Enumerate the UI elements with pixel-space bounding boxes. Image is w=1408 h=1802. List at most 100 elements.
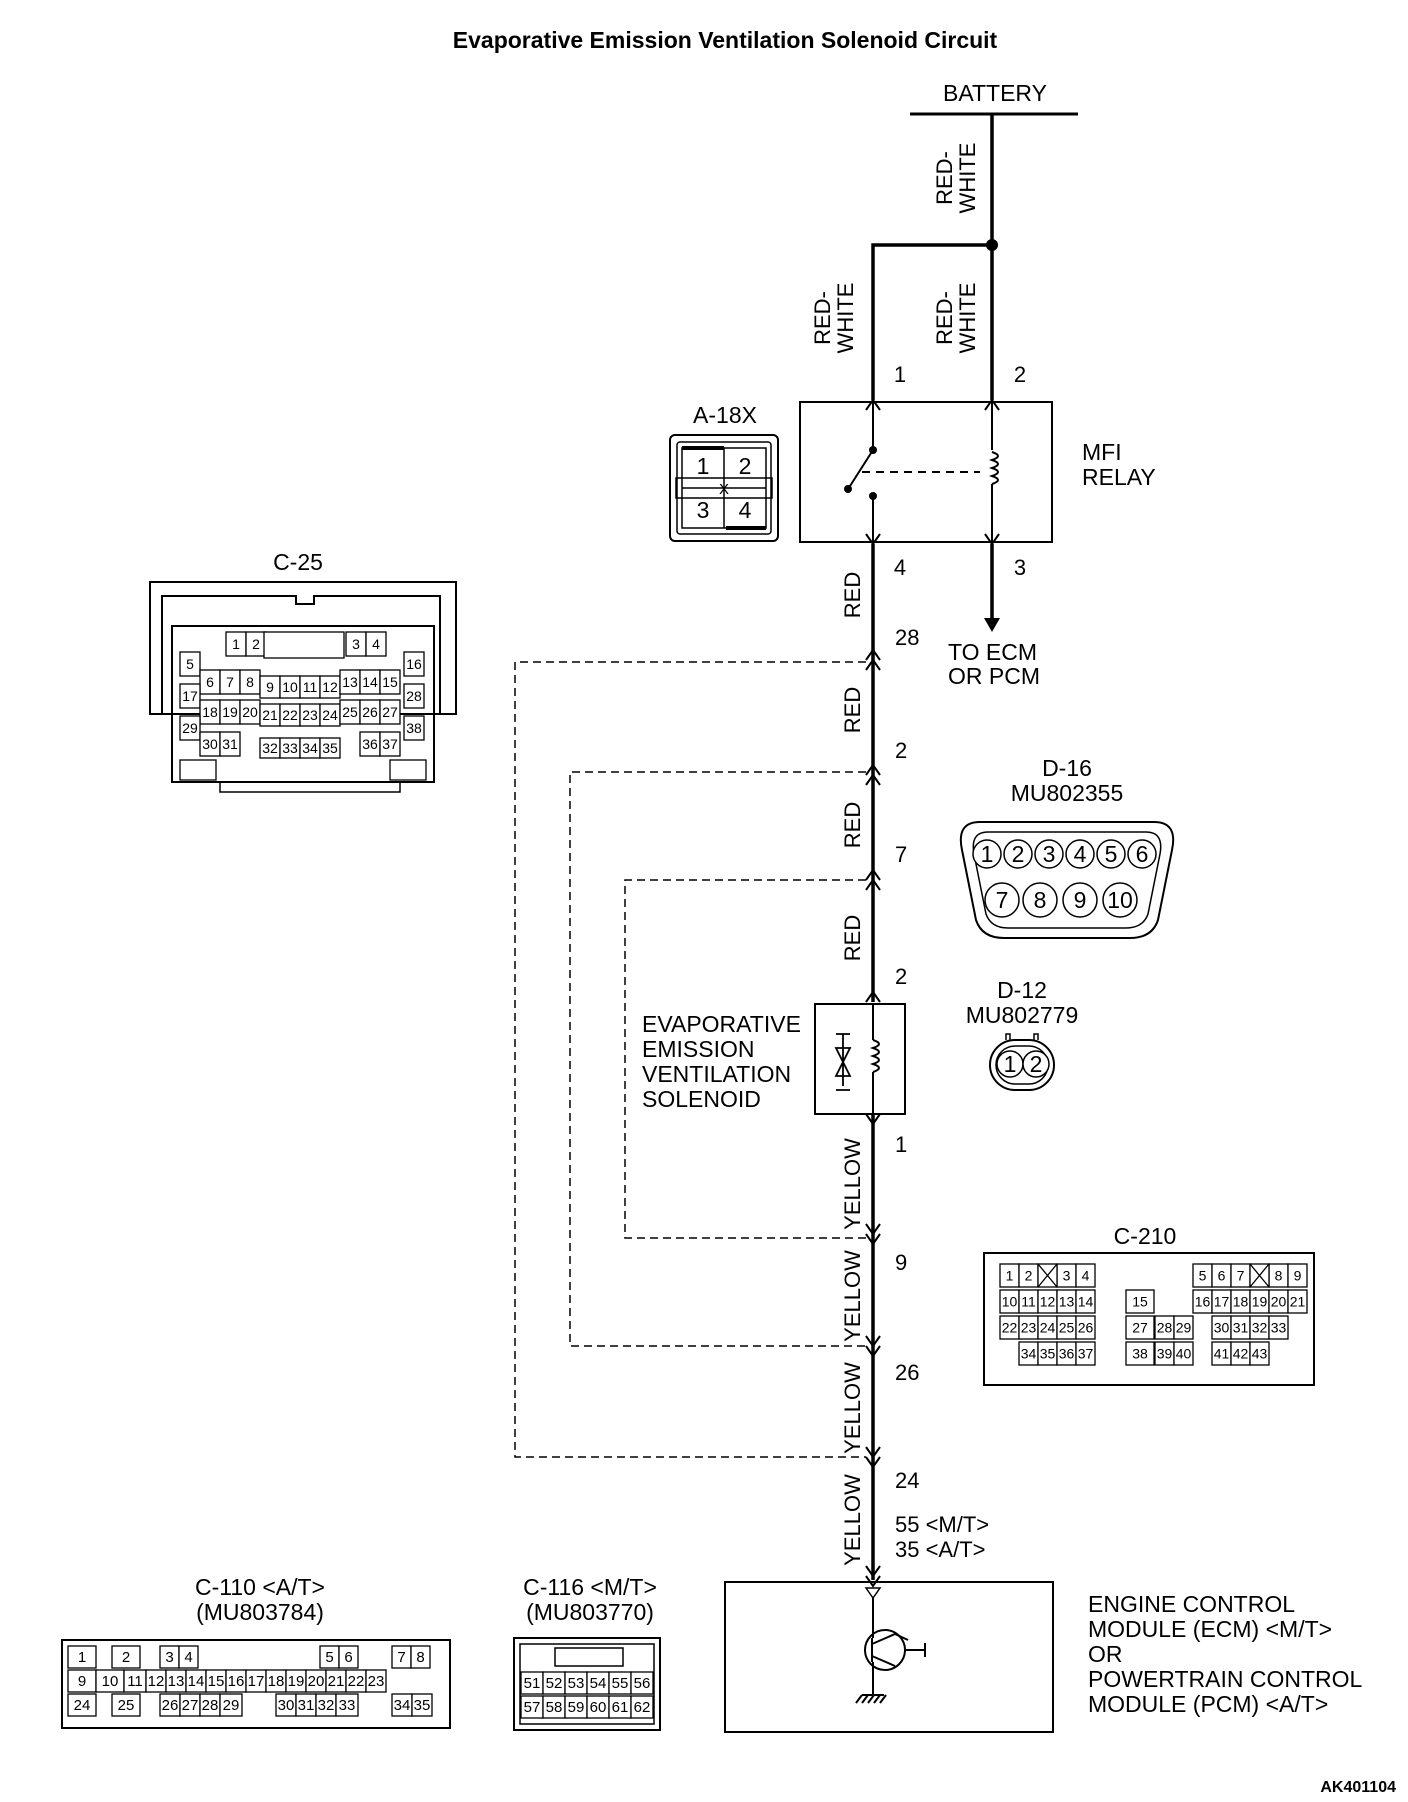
junction-marker-28 (865, 648, 881, 671)
d12-pin-circle (1022, 1050, 1050, 1078)
pin2-marker-top (984, 398, 1000, 411)
c210-cell-box (1173, 1341, 1194, 1366)
c25-cell-label: 27 (382, 704, 398, 720)
c116-name: C-116 <M/T> (523, 1574, 657, 1600)
solenoid-label-4: SOLENOID (642, 1086, 761, 1112)
c210-cell-label: 19 (1252, 1294, 1268, 1310)
c116-cell-label: 59 (568, 1699, 585, 1716)
c25-cell-label: 21 (262, 707, 278, 723)
c25-cell-label: 36 (362, 736, 378, 752)
c25-cell-label: 22 (282, 707, 298, 723)
c116-cell-label: 58 (546, 1699, 563, 1716)
d16-housing-inner (972, 831, 1162, 929)
connector-a18x: A-18X X 1 2 3 4 (669, 402, 779, 542)
c210-cell-label: 11 (1021, 1294, 1036, 1310)
branch-wire-pin1 (871, 243, 992, 400)
junction-marker-2a (865, 763, 881, 786)
c210-blank-cell-cross (1037, 1263, 1058, 1288)
c210-cell-box (1173, 1315, 1194, 1340)
c25-cell-label: 7 (226, 674, 234, 690)
c210-cell-label: 42 (1233, 1346, 1249, 1362)
c110-cell-label: 10 (102, 1673, 119, 1690)
c110-cell-label: 25 (118, 1697, 135, 1714)
c110-cell-box (67, 1693, 97, 1717)
transistor-legs (871, 1625, 909, 1667)
svg-text:WHITE: WHITE (955, 283, 980, 354)
d16-pin-label: 5 (1105, 841, 1118, 867)
c25-cell-label: 6 (206, 674, 214, 690)
c25-cell-label: 32 (262, 740, 278, 756)
c210-cell-label: 6 (1218, 1268, 1226, 1284)
c210-cell-box (1287, 1263, 1308, 1288)
c110-cell-label: 20 (308, 1673, 325, 1690)
relay-pin-4: 4 (894, 555, 906, 580)
c110-cell-label: 29 (223, 1697, 240, 1714)
d16-pin-circle (1102, 882, 1138, 918)
c25-cell-label: 11 (303, 679, 318, 695)
c110-cell-label: 21 (328, 1673, 345, 1690)
c210-cell-box (1268, 1315, 1289, 1340)
c25-cell-box (365, 631, 387, 657)
junction-marker-9 (865, 1223, 881, 1246)
c210-cell-label: 29 (1176, 1320, 1192, 1336)
c210-cell-label: 39 (1157, 1346, 1173, 1362)
d16-pin-label: 2 (1012, 841, 1025, 867)
c116-cell-label: 53 (568, 1675, 585, 1692)
c25-cell-label: 24 (322, 707, 338, 723)
wire-label-pin2: RED- WHITE (932, 283, 980, 354)
diagram-title: Evaporative Emission Ventilation Solenoi… (453, 27, 998, 53)
c25-blank-cell-box (263, 631, 345, 659)
c25-cell-label: 4 (372, 636, 380, 652)
relay-pin-3: 3 (1014, 555, 1026, 580)
c210-cell-label: 41 (1214, 1346, 1230, 1362)
c25-cell-label: 38 (406, 720, 422, 736)
ecm-pin-mt: 55 <M/T> (895, 1512, 989, 1537)
c25-cell-label: 28 (406, 688, 422, 704)
c110-cell-label: 6 (344, 1649, 352, 1666)
c210-cell-label: 26 (1078, 1320, 1094, 1336)
c210-cell-label: 16 (1195, 1294, 1211, 1310)
c210-cell-label: 30 (1214, 1320, 1230, 1336)
c25-cell-box (403, 715, 425, 741)
c210-cell-label: 18 (1233, 1294, 1249, 1310)
c110-cell-box (365, 1669, 387, 1693)
svg-text:RED-: RED- (932, 291, 957, 345)
c110-cell-label: 3 (165, 1649, 173, 1666)
c110-cell-box (338, 1645, 359, 1669)
d16-pin-label: 8 (1034, 887, 1047, 913)
c25-cell-box (403, 683, 425, 709)
c116-cell-label: 55 (612, 1675, 629, 1692)
c116-cell-label: 56 (634, 1675, 651, 1692)
solenoid-label-1: EVAPORATIVE (642, 1011, 801, 1037)
wire-label-battery: RED- WHITE (932, 143, 980, 214)
ecm-box (724, 1581, 1054, 1733)
ecm-input-marker (864, 1587, 882, 1600)
c110-cell-label: 5 (325, 1649, 333, 1666)
d16-name: D-16 (1042, 755, 1092, 781)
junction-pin-2a: 2 (895, 738, 907, 763)
c210-cell-label: 37 (1078, 1346, 1094, 1362)
d16-pin-label: 7 (996, 887, 1009, 913)
c25-cell-label: 29 (182, 720, 198, 736)
c210-name: C-210 (1114, 1223, 1177, 1249)
solenoid-label-3: VENTILATION (642, 1061, 791, 1087)
svg-text:RED-: RED- (932, 151, 957, 205)
c25-cell-label: 23 (302, 707, 318, 723)
wire-color-yellow-2: YELLOW (840, 1250, 865, 1342)
c110-cell-box (411, 1693, 433, 1717)
c25-housing-inner (161, 595, 441, 714)
junction-marker-26 (865, 1335, 881, 1358)
c110-cell-label: 1 (78, 1649, 86, 1666)
d16-housing (959, 821, 1175, 939)
a18x-inner (676, 441, 772, 535)
c110-cell-box (335, 1693, 359, 1717)
to-ecm-label-2: OR PCM (948, 663, 1040, 689)
c110-cell-label: 15 (208, 1673, 225, 1690)
d16-pin-circle (1034, 839, 1064, 869)
mfi-relay-box (799, 401, 1053, 543)
